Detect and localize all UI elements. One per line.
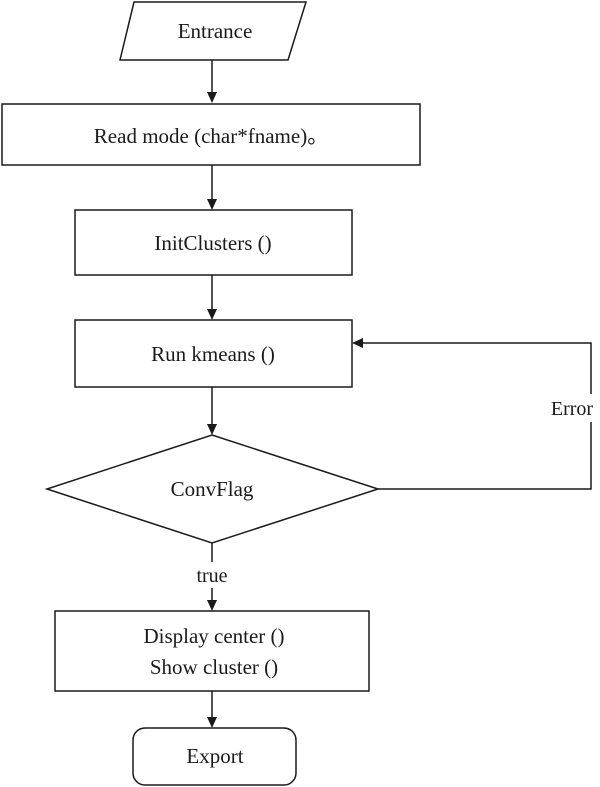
run-kmeans-node: Run kmeans () <box>74 319 353 388</box>
true-edge-label: true <box>196 565 227 587</box>
arrowhead <box>207 424 217 435</box>
edge-conv-flag-error-loop: Error <box>352 338 600 490</box>
init-clusters-label: InitClusters () <box>154 231 271 255</box>
export-node: Export <box>132 727 297 786</box>
error-edge-label: Error <box>551 398 594 420</box>
edge-display-to-export <box>207 691 217 728</box>
arrowhead <box>207 92 217 103</box>
run-kmeans-label: Run kmeans () <box>151 342 275 366</box>
arrowhead <box>207 717 217 728</box>
conv-flag-node: ConvFlag <box>44 434 381 544</box>
export-box <box>132 727 297 786</box>
error-label-bg <box>540 394 600 422</box>
read-mode-label: Read mode (char*fname)。 <box>94 124 328 148</box>
display-box <box>54 610 370 692</box>
edge-run-kmeans-to-conv-flag <box>207 387 217 435</box>
run-kmeans-box <box>74 319 353 388</box>
init-clusters-node: InitClusters () <box>74 209 353 276</box>
display-center-label: Display center () <box>143 624 284 648</box>
init-clusters-box <box>74 209 353 276</box>
read-mode-node: Read mode (char*fname)。 <box>1 103 421 166</box>
conv-flag-label: ConvFlag <box>171 477 254 501</box>
entrance-label: Entrance <box>178 19 253 43</box>
read-mode-box <box>1 103 421 166</box>
display-node: Display center () Show cluster () <box>54 610 370 692</box>
edge-read-mode-to-init-clusters <box>207 165 217 210</box>
arrowhead <box>352 338 363 348</box>
export-label: Export <box>186 744 243 768</box>
true-label-bg <box>188 562 236 588</box>
arrowhead <box>207 199 217 210</box>
edge-conv-flag-true: true <box>188 543 236 611</box>
entrance-node: Entrance <box>119 1 308 61</box>
entrance-shape <box>119 1 308 61</box>
edge-entrance-to-read-mode <box>207 60 217 103</box>
show-cluster-label: Show cluster () <box>150 655 278 679</box>
arrowhead <box>207 600 217 611</box>
arrowhead <box>207 309 217 320</box>
edge-init-clusters-to-run-kmeans <box>207 275 217 320</box>
